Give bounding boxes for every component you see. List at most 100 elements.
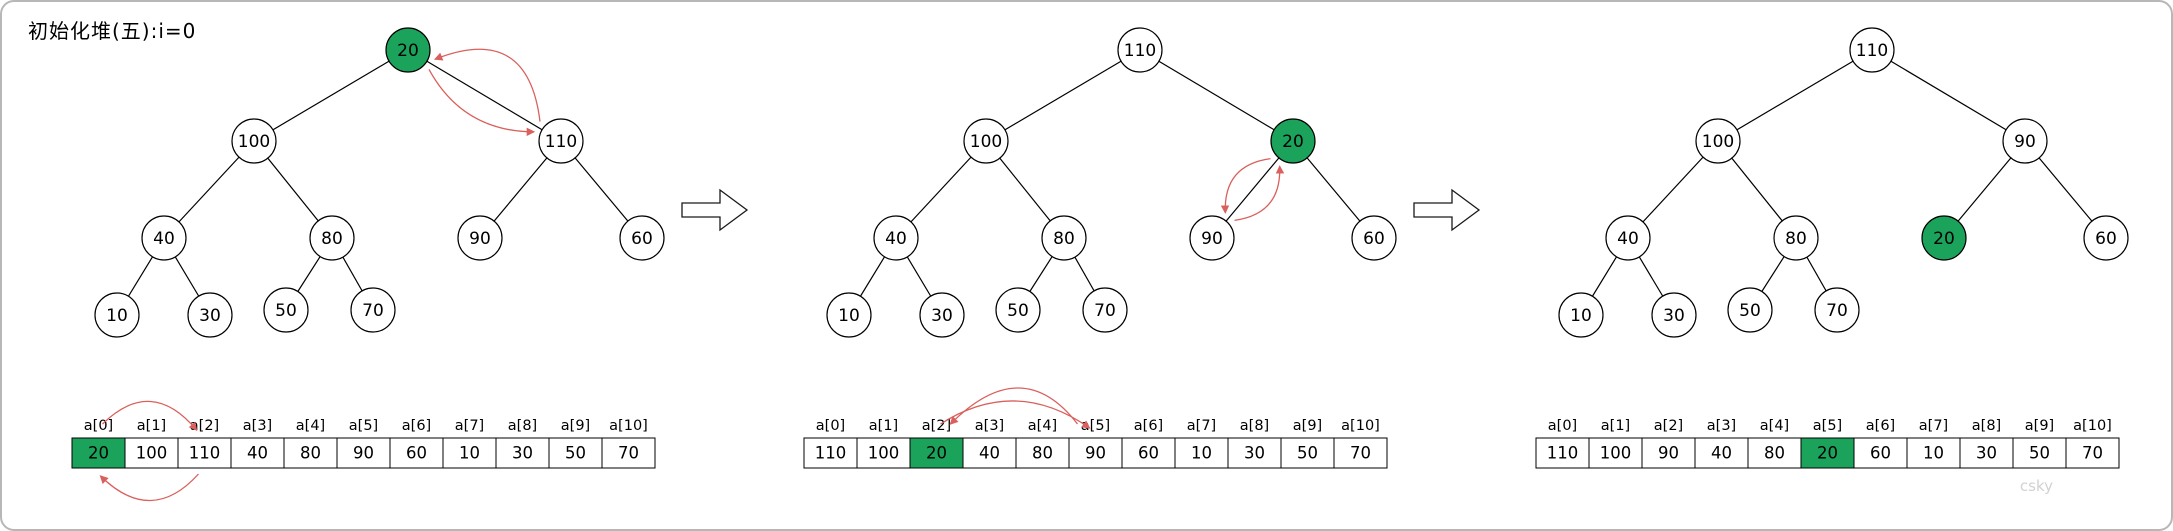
array-index-label: a[6] [1134, 418, 1163, 434]
tree-edge [1139, 49, 1294, 142]
tree-edge [407, 49, 562, 142]
array-cell [856, 437, 911, 469]
array-cell-highlighted [1800, 437, 1855, 469]
array-cell-value: 100 [1600, 444, 1632, 463]
tree-node-value: 50 [1739, 301, 1761, 321]
array-cell-value: 110 [189, 444, 221, 463]
tree-node-value: 60 [2095, 229, 2117, 249]
array-cell-value: 50 [2029, 444, 2050, 463]
tree-node [1727, 287, 1773, 333]
array-index-label: a[0] [816, 418, 845, 434]
tree-node [1558, 292, 1604, 338]
array-cell-value: 10 [459, 444, 480, 463]
array-cell [1068, 437, 1123, 469]
array-index-label: a[0] [84, 418, 113, 434]
tree-node [1351, 215, 1397, 261]
tree-node-value: 80 [321, 229, 343, 249]
tree-node [995, 287, 1041, 333]
array-cell [1959, 437, 2014, 469]
array-cell-value: 40 [979, 444, 1000, 463]
array-index-label: a[5] [1813, 418, 1842, 434]
tree-node-value: 90 [1201, 229, 1223, 249]
array-cell [1641, 437, 1696, 469]
tree-node-value: 20 [1282, 132, 1304, 152]
array-cell-highlighted [909, 437, 964, 469]
array-cell [1535, 437, 1590, 469]
array-cell [124, 437, 179, 469]
swap-arrow [1234, 165, 1285, 221]
tree-node [1695, 118, 1741, 164]
tree-node [826, 292, 872, 338]
array-cell [803, 437, 858, 469]
array-cell-value: 70 [618, 444, 639, 463]
array-index-label: a[2] [190, 418, 219, 434]
next-step-arrow-icon [680, 182, 750, 242]
array-cell-value: 20 [88, 444, 109, 463]
array-index-label: a[8] [1240, 418, 1269, 434]
tree-node-value: 110 [1856, 41, 1888, 61]
array-cell [1588, 437, 1643, 469]
tree-edge [253, 49, 409, 142]
hollow-right-arrow [681, 188, 749, 232]
tree-node-highlighted [385, 27, 431, 73]
array-index-label: a[7] [455, 418, 484, 434]
tree-node-value: 60 [1363, 229, 1385, 249]
array-cell [1853, 437, 1908, 469]
array-cell-value: 40 [247, 444, 268, 463]
tree-node [1041, 215, 1087, 261]
array-cell-value: 90 [1085, 444, 1106, 463]
array-cell [2012, 437, 2067, 469]
watermark: csky [2019, 477, 2053, 495]
tree-node [1117, 27, 1163, 73]
array-index-label: a[3] [1707, 418, 1736, 434]
array-cell [1747, 437, 1802, 469]
array-cell [1694, 437, 1749, 469]
array-cell-value: 30 [1976, 444, 1997, 463]
tree-node [873, 215, 919, 261]
tree-node [350, 287, 396, 333]
array-cell-value: 10 [1191, 444, 1212, 463]
tree-node-value: 40 [1617, 229, 1639, 249]
tree-node [2083, 215, 2129, 261]
array-cell [601, 437, 656, 469]
tree-node-value: 110 [1124, 41, 1156, 61]
array-cell [1121, 437, 1176, 469]
tree-node [619, 215, 665, 261]
swap-arrow [428, 69, 536, 137]
tree-node [457, 215, 503, 261]
tree-node [1773, 215, 1819, 261]
array-index-label: a[3] [975, 418, 1004, 434]
tree-node-value: 70 [1826, 301, 1848, 321]
array-cell [495, 437, 550, 469]
array-index-label: a[9] [2025, 418, 2054, 434]
tree-edge [1717, 49, 1873, 142]
tree-node-value: 40 [153, 229, 175, 249]
array-cell [962, 437, 1017, 469]
next-step-arrow-icon [1412, 182, 1482, 242]
tree-node-value: 100 [1702, 132, 1734, 152]
array-index-label: a[10] [1341, 418, 1380, 434]
array-cell-value: 60 [1138, 444, 1159, 463]
array-cell-value: 20 [926, 444, 947, 463]
tree-node-value: 70 [362, 301, 384, 321]
array-cell-value: 60 [1870, 444, 1891, 463]
array-cell-value: 50 [1297, 444, 1318, 463]
swap-arrow [949, 387, 1079, 425]
array-cell [2065, 437, 2120, 469]
tree-node-highlighted [1921, 215, 1967, 261]
array-index-label: a[9] [561, 418, 590, 434]
tree-node-value: 90 [469, 229, 491, 249]
tree-node-value: 10 [1570, 306, 1592, 326]
tree-node [1651, 292, 1697, 338]
array-cell [1015, 437, 1070, 469]
array-cell-value: 80 [300, 444, 321, 463]
tree-node-value: 10 [106, 306, 128, 326]
tree-edge [1871, 49, 2026, 142]
array-cell-value: 20 [1817, 444, 1838, 463]
page-title: 初始化堆(五):i=0 [28, 19, 197, 43]
tree-node [231, 118, 277, 164]
